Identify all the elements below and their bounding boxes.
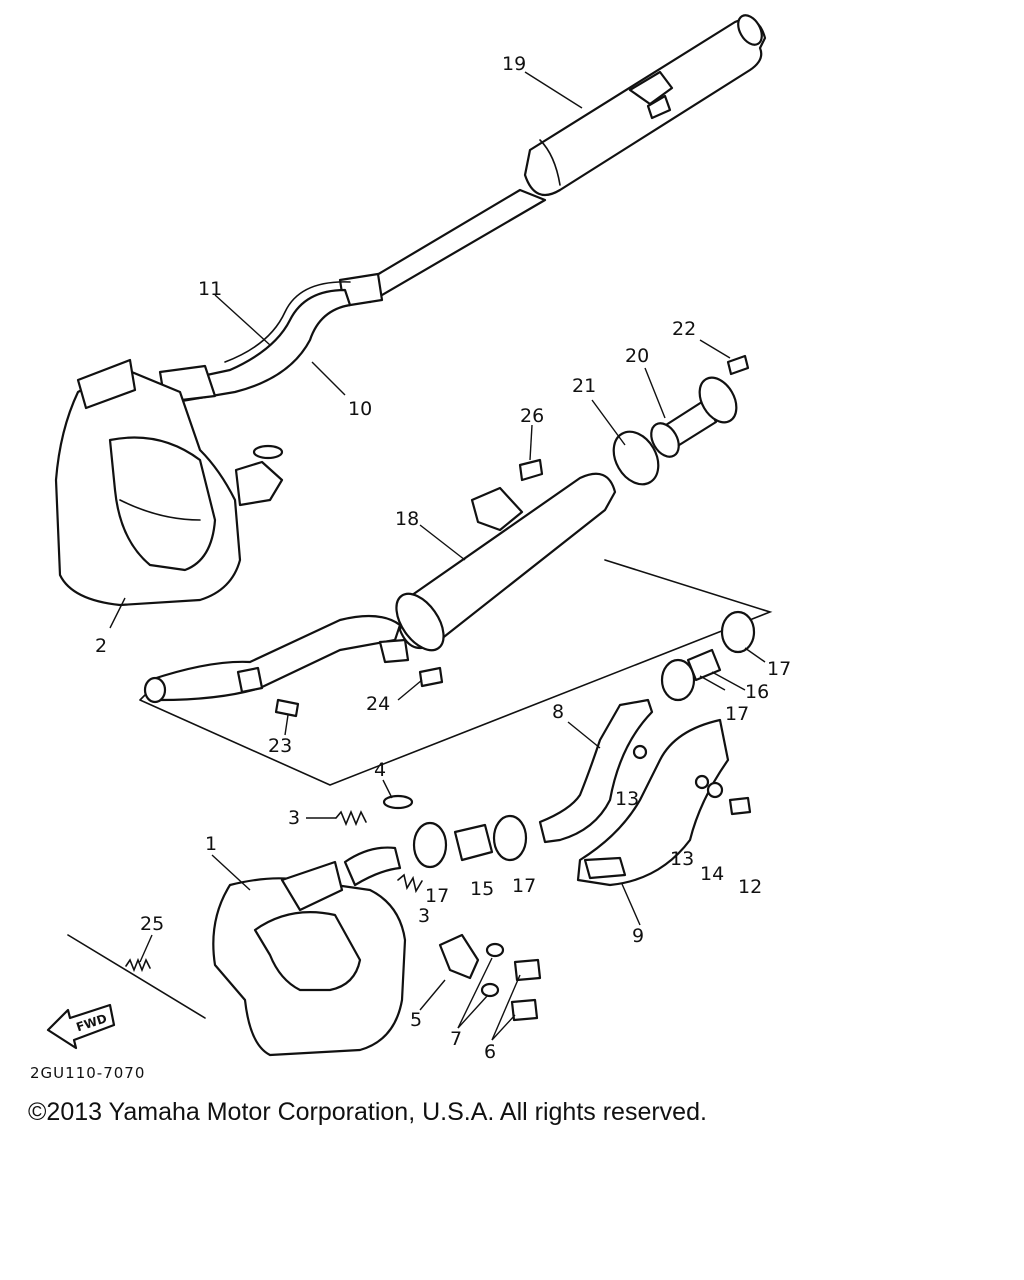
protector-10 [576,718,730,887]
bolt-6b [510,998,539,1022]
middle-assembly [139,354,773,786]
callout-26: 25 [140,913,164,935]
callout-17c: 17 [425,885,449,907]
joint-15 [453,823,494,862]
pipe-8 [538,698,654,844]
bracket-5 [438,933,480,980]
callout-22: 22 [672,318,696,340]
callout-23: 23 [268,735,292,757]
rod-26 [67,934,206,1019]
callout-3b: 3 [418,905,430,927]
callout-13b: 13 [670,848,694,870]
bolt-25 [518,458,544,482]
bolt-24 [418,666,444,688]
callout-25: 26 [520,405,544,427]
callout-8: 8 [552,701,564,723]
silencer-18 [398,472,617,650]
muffler-19 [523,18,767,197]
leader-lines [109,71,766,1041]
callout-17d: 17 [512,875,536,897]
callout-13a: 13 [615,788,639,810]
clamp-17b [492,814,528,862]
washer-14 [706,781,724,799]
callout-12: 12 [738,876,762,898]
callout-21: 21 [572,375,596,397]
clamp-17c [660,658,696,702]
callout-2: 2 [95,635,107,657]
callout-1: 1 [205,833,217,855]
callout-4: 4 [374,759,386,781]
spring-3b [397,873,423,894]
callout-15: 15 [470,878,494,900]
bolt-22 [726,354,750,376]
nut-13b [694,774,710,790]
callout-18: 18 [395,508,419,530]
callout-14: 14 [700,863,724,885]
nut-13 [632,744,648,760]
callout-10: 9 [632,925,644,947]
lower-assembly [46,610,756,1057]
callout-numbers: 19 11 10 2 18 22 20 21 26 24 23 8 17 16 … [95,53,791,1063]
callout-24: 24 [366,693,390,715]
exhaust-parts-diagram: 19 11 10 2 18 22 20 21 26 24 23 8 17 16 … [30,14,791,1082]
callout-19: 19 [502,53,526,75]
diagram-code: 2GU110-7070 [30,1064,145,1082]
upper-assembly [54,14,767,607]
clamp-17d [720,610,756,654]
callout-11: 11 [198,278,222,300]
callout-16: 16 [745,681,769,703]
callout-9: 10 [348,398,372,420]
clamp-17a [412,821,448,869]
callout-5: 5 [410,1009,422,1031]
washer-7 [485,942,505,958]
callout-3a: 3 [288,807,300,829]
fwd-arrow-icon [46,1003,116,1050]
washer-7b [480,982,500,998]
gasket-4 [382,794,414,810]
callout-6: 6 [484,1041,496,1063]
bolt-23 [274,698,300,718]
bolt-6 [513,958,542,982]
spring-3 [335,809,367,827]
copyright-notice: ©2013 Yamaha Motor Corporation, U.S.A. A… [28,1098,707,1126]
bolt-12 [728,796,752,816]
callout-17b: 17 [725,703,749,725]
callout-20: 20 [625,345,649,367]
callout-7: 7 [450,1028,462,1050]
callout-17a: 17 [767,658,791,680]
